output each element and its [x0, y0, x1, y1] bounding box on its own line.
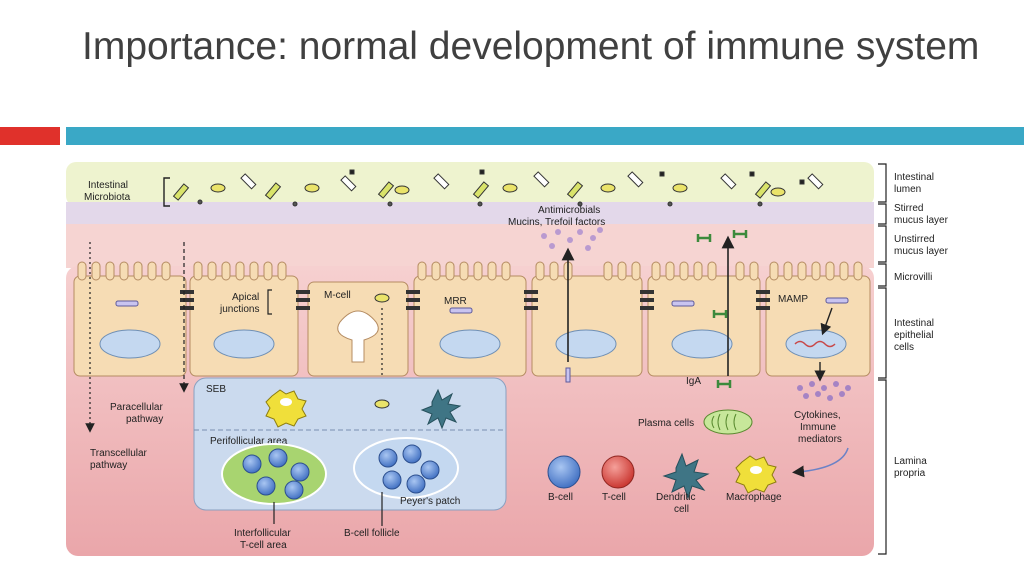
unstirred-label-line2: mucus layer	[894, 246, 949, 257]
cytokine-arrow	[792, 447, 849, 478]
antimicrobials-label-line2: Mucins, Trefoil factors	[508, 217, 605, 228]
intestinal-lumen-band	[66, 162, 874, 206]
perifollicular-label: Perifollicular area	[210, 436, 288, 447]
iga-label: IgA	[686, 376, 701, 387]
apical-junctions-label-line1: Apical	[232, 292, 259, 303]
m-cell-antigen	[374, 293, 390, 303]
cytokines-label-line2: Immune	[800, 422, 837, 433]
epithelial-label-line3: cells	[894, 342, 914, 353]
plasma-cells-label: Plasma cells	[638, 418, 694, 429]
stirred-label-line2: mucus layer	[894, 215, 949, 226]
m-cell-label: M-cell	[324, 290, 351, 301]
mamp-signal-dna	[794, 340, 836, 348]
cytokine-dots	[797, 381, 851, 401]
unstirred-mucus-band	[66, 224, 874, 268]
mrr-label: MRR	[444, 296, 467, 307]
transcellular-label-line1: Transcellular	[90, 448, 148, 459]
interfollicular-label-line2: T-cell area	[240, 540, 287, 551]
microvilli	[77, 261, 863, 281]
mamp-label: MAMP	[778, 294, 808, 305]
apical-junctions-label-line2: junctions	[219, 304, 259, 315]
seb-label: SEB	[206, 384, 226, 395]
t-cell-icon	[601, 455, 635, 489]
epithelial-label-line1: Intestinal	[894, 318, 934, 329]
stirred-mucus-band	[66, 202, 874, 224]
paracellular-label-line2: pathway	[126, 414, 163, 425]
macrophage-icon-nucleus	[750, 466, 762, 474]
seb-dendritic-cell-shape	[420, 388, 462, 430]
b-cell-label: B-cell	[548, 492, 573, 503]
paracellular-label-line1: Paracellular	[110, 402, 163, 413]
cytokines-label-line3: mediators	[798, 434, 842, 445]
lumen-label-line2: lumen	[894, 184, 921, 195]
microvilli-label: Microvilli	[894, 272, 932, 283]
antimicrobials-label-line1: Antimicrobials	[538, 205, 600, 216]
t-cell-label: T-cell	[602, 492, 626, 503]
microbiota-group	[172, 169, 824, 207]
apical-junctions-bracket	[267, 289, 272, 315]
antimicrobial-peptides	[541, 227, 603, 251]
unstirred-label-line1: Unstirred	[894, 234, 935, 245]
transport-pathways	[85, 242, 387, 433]
interfollicular-label-line1: Interfollicular	[234, 528, 291, 539]
seb-macrophage-shape	[265, 389, 307, 428]
lamina-label-line1: Lamina	[894, 456, 927, 467]
macrophage-icon	[735, 455, 777, 494]
cytokines-label-line1: Cytokines,	[794, 410, 841, 421]
macrophage-label: Macrophage	[726, 492, 782, 503]
mamp-arrows	[814, 307, 833, 382]
stirred-label-line1: Stirred	[894, 203, 923, 214]
plasma-cell	[703, 409, 753, 435]
iga-molecules	[696, 230, 748, 388]
b-cell-follicle-label: B-cell follicle	[344, 528, 400, 539]
seb-antigen	[374, 399, 390, 409]
accent-bar-red	[0, 127, 60, 145]
peyers-patch-label: Peyer's patch	[400, 496, 460, 507]
microbiota-label-line1: Intestinal	[88, 180, 128, 191]
receptors	[115, 297, 849, 314]
intestinal-immune-diagram: Intestinal Microbiota Antimicrobials Muc…	[66, 162, 949, 556]
dendritic-cell-icon	[662, 452, 710, 500]
basolateral-receptor	[565, 367, 571, 383]
apical-junctions	[180, 290, 770, 310]
accent-bar-blue	[66, 127, 1024, 145]
dendritic-cell-label-line1: Dendritic	[656, 492, 695, 503]
slide-title: Importance: normal development of immune…	[82, 25, 980, 68]
seb-macrophage-nucleus	[280, 398, 292, 406]
microbiota-label-line2: Microbiota	[84, 192, 131, 203]
follicle-cells	[242, 444, 440, 500]
microbiota-bracket	[163, 177, 170, 207]
layer-brackets	[878, 163, 887, 555]
lamina-label-line2: propria	[894, 468, 926, 479]
lumen-label-line1: Intestinal	[894, 172, 934, 183]
b-cell-icon	[547, 455, 581, 489]
epithelial-label-line2: epithelial	[894, 330, 933, 341]
nuclei	[99, 329, 847, 359]
dendritic-cell-label-line2: cell	[674, 504, 689, 515]
plasma-cell-er	[711, 413, 737, 431]
transcellular-label-line2: pathway	[90, 460, 127, 471]
m-cell-pocket	[337, 310, 379, 363]
